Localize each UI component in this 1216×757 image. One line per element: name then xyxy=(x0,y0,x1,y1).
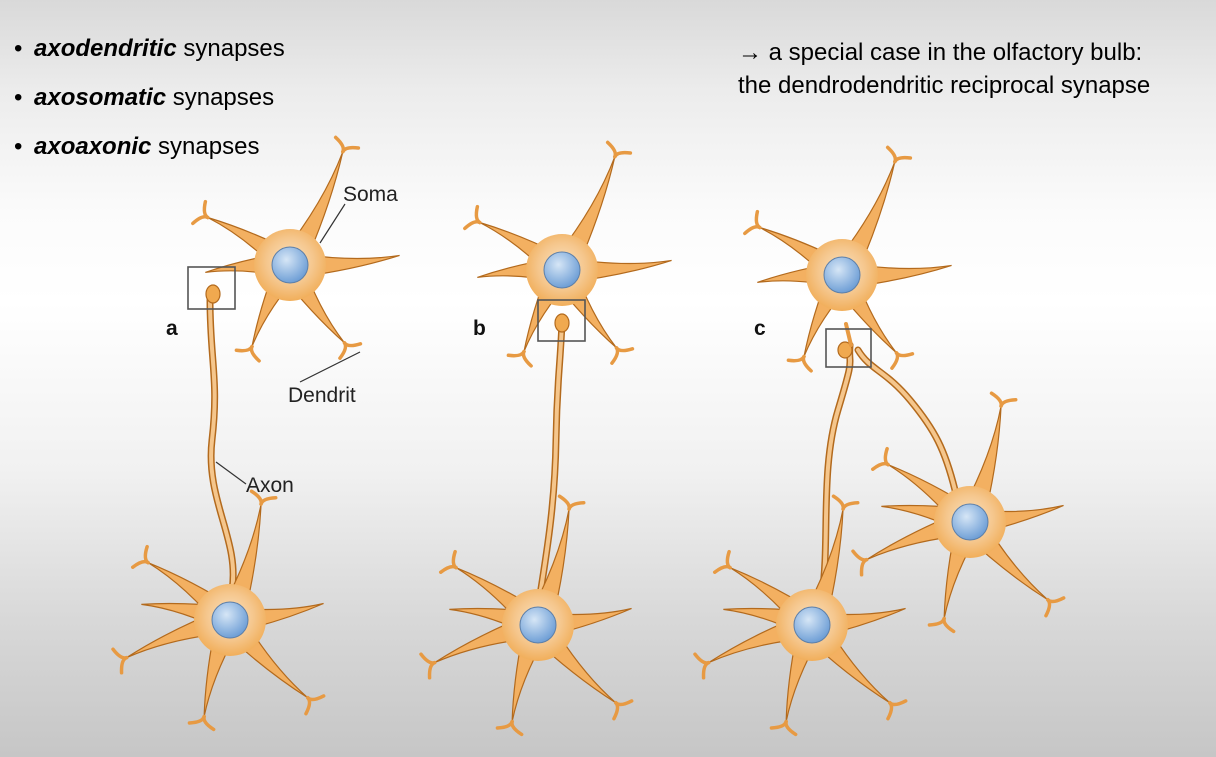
nucleus xyxy=(271,246,309,284)
dendrite-branch xyxy=(769,719,788,730)
dendrite-branch xyxy=(495,719,514,730)
axon-a xyxy=(208,298,236,592)
axon-b xyxy=(538,320,564,597)
axon-leader-line xyxy=(215,461,247,485)
dendrite-branch xyxy=(259,495,278,506)
dendrite-branch xyxy=(111,647,129,660)
dendrite-branch xyxy=(613,150,633,159)
bullet-rest: synapses xyxy=(176,35,285,62)
olfactory-note: → a special case in the olfactory bulb: … xyxy=(738,36,1150,102)
dendrit-label: Dendrit xyxy=(288,384,356,407)
dendrite-branch xyxy=(451,549,458,570)
dendrite-branch xyxy=(304,696,312,716)
bullet-item: • axodendritic synapses xyxy=(14,34,285,83)
synapse-boxes xyxy=(187,266,872,368)
bullet-dot: • xyxy=(14,84,23,111)
dendrite-branch xyxy=(883,446,890,467)
axon-label: Axon xyxy=(246,474,294,497)
neuron-a-top xyxy=(191,135,400,363)
dendrite-branch xyxy=(701,660,711,680)
bullet-term: axosomatic xyxy=(34,84,167,111)
dendrite-branch xyxy=(187,714,206,725)
dendrite-branch xyxy=(1044,598,1052,618)
dendrite-branch xyxy=(927,616,946,627)
bullet-rest: synapses xyxy=(151,133,260,160)
terminal-c-stem xyxy=(844,322,853,347)
synapse-box-b xyxy=(537,299,586,342)
dendrite-branch xyxy=(831,494,845,511)
dendrite-branch xyxy=(612,701,620,721)
neuron-b-bottom xyxy=(419,494,634,737)
dendrite-branch xyxy=(942,616,956,634)
soma-label: Soma xyxy=(343,183,398,206)
panel-label-c: c xyxy=(754,317,766,340)
nucleus xyxy=(211,601,249,639)
panel-label-b: b xyxy=(473,317,486,340)
note-line-1-text: a special case in the olfactory bulb: xyxy=(762,39,1143,66)
dendrite-branch xyxy=(427,660,437,680)
neuron-c-top xyxy=(743,145,952,373)
dendrite-branch xyxy=(119,655,129,675)
soma-leader-line xyxy=(319,203,346,244)
dendrite-branch xyxy=(474,204,482,225)
neuron-b-top xyxy=(463,140,672,368)
dendrite-branch xyxy=(890,351,900,370)
dendrite-branch xyxy=(893,155,913,164)
dendrite-branch xyxy=(886,701,894,721)
neurons xyxy=(111,135,1066,737)
panel-label-a: a xyxy=(166,317,178,340)
bullet-dot: • xyxy=(14,133,23,160)
dendrite-branch xyxy=(202,714,216,732)
terminal-c xyxy=(837,341,853,359)
dendrite-branch xyxy=(610,346,620,365)
note-line-2: the dendrodendritic reciprocal synapse xyxy=(738,72,1151,99)
axon-c xyxy=(820,343,853,597)
dendrite-branch xyxy=(851,549,869,562)
dendrite-branch xyxy=(143,544,150,565)
synapse-box-a xyxy=(187,266,236,310)
bullet-rest: synapses xyxy=(166,84,275,111)
neuron-a-bottom xyxy=(111,489,326,732)
bullet-term: axodendritic xyxy=(34,35,177,62)
dendrite-branch xyxy=(506,349,526,358)
nucleus xyxy=(951,503,989,541)
nucleus xyxy=(519,606,557,644)
note-line-1: → a special case in the olfactory bulb: xyxy=(738,36,1150,69)
arrow-icon: → xyxy=(738,39,762,66)
dendrite-branch xyxy=(754,209,762,230)
bullet-item: • axosomatic synapses xyxy=(14,83,285,132)
terminal-b xyxy=(554,313,570,333)
dendrite-branch xyxy=(999,397,1018,408)
dendrite-branch xyxy=(557,494,571,511)
dendrite-branch xyxy=(567,500,586,511)
dendrite-branch xyxy=(234,344,254,353)
nucleus xyxy=(823,256,861,294)
dendrite-branch xyxy=(202,199,210,220)
dendrite-branch xyxy=(786,354,806,363)
neuron-c-right xyxy=(851,391,1066,634)
dendrite-branch xyxy=(725,549,732,570)
dendrite-branch xyxy=(338,341,348,360)
nucleus xyxy=(793,606,831,644)
nucleus xyxy=(543,251,581,289)
dendrite-branch xyxy=(784,719,798,737)
dendrite-branch xyxy=(693,652,711,665)
dendrite-branch xyxy=(341,145,361,154)
dendrit-leader-line xyxy=(299,351,361,383)
synapse-types-list: • axodendritic synapses • axosomatic synap… xyxy=(14,34,285,181)
dendrite-branch xyxy=(841,500,860,511)
bullet-dot: • xyxy=(14,35,23,62)
dendrite-branch xyxy=(859,557,869,577)
bullet-term: axoaxonic xyxy=(34,133,152,160)
neuron-c-bottom xyxy=(693,494,908,737)
synapse-box-c xyxy=(825,328,872,368)
terminal-a xyxy=(205,284,221,304)
dendrite-branch xyxy=(989,391,1003,408)
bullet-item: • axoaxonic synapses xyxy=(14,132,285,181)
dendrite-branch xyxy=(419,652,437,665)
dendrite-branch xyxy=(510,719,524,737)
